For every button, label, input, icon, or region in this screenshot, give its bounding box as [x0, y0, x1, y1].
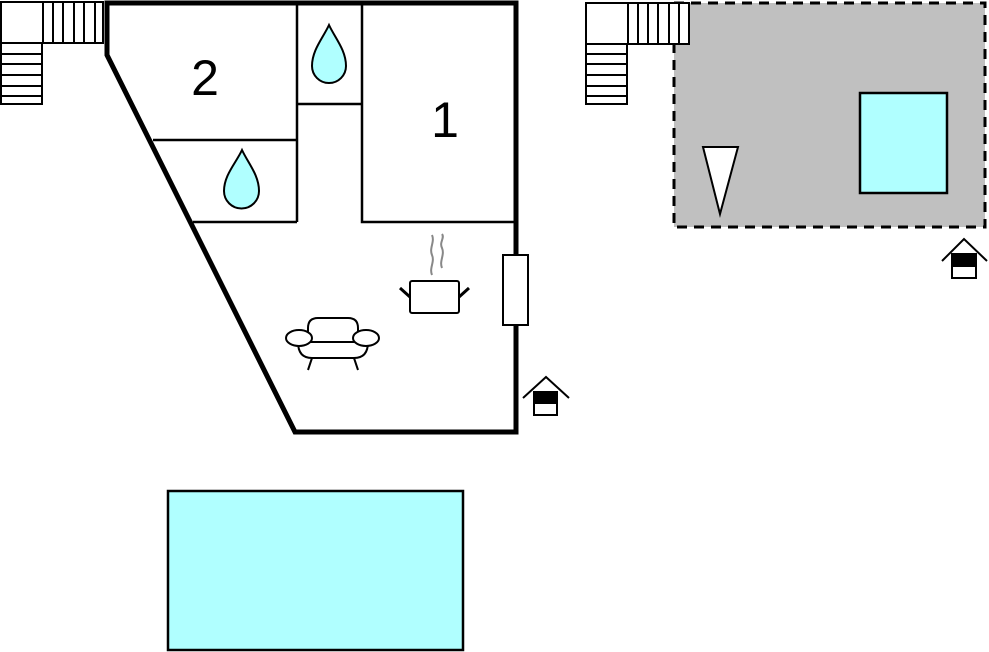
room-label-1: 1 [431, 92, 459, 148]
entrance-icon [941, 237, 988, 279]
entrance-icon [522, 375, 570, 416]
tree-icon [701, 146, 740, 218]
window [502, 254, 529, 326]
room-label-2: 2 [191, 50, 219, 106]
bathroom-drop-icon [310, 22, 348, 84]
exterior-wall [104, 0, 519, 435]
stairs-icon [0, 1, 104, 105]
sofa-icon [285, 317, 380, 371]
pool-icon [858, 91, 949, 195]
kitchen-pot-icon [398, 233, 471, 314]
stairs-icon [585, 2, 690, 105]
interior-walls [153, 3, 516, 224]
bathroom-drop-icon [222, 147, 261, 210]
pool-icon [166, 489, 465, 652]
